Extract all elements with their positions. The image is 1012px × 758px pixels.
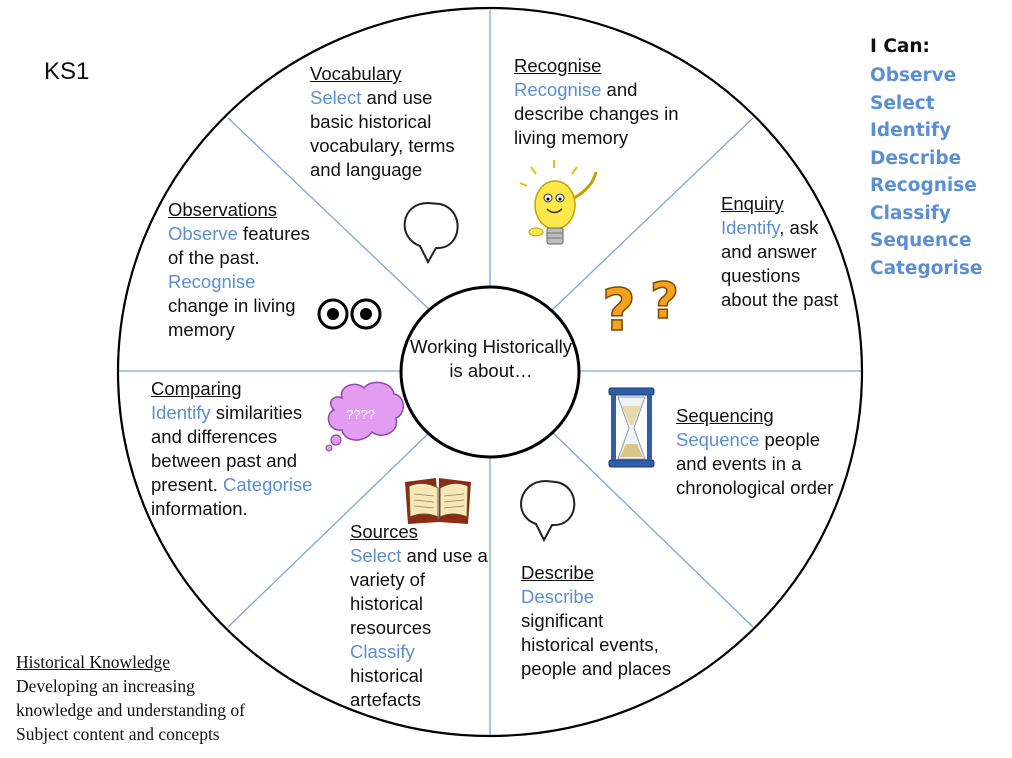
outer-circle <box>116 6 864 738</box>
segment-verb: Identify <box>721 217 780 238</box>
segment-text: and use basic historical vocabulary, ter… <box>310 87 455 180</box>
segment-sequencing: Sequencing Sequence people and events in… <box>676 404 848 500</box>
i-can-heading: I Can: <box>870 36 930 57</box>
historical-knowledge: Historical Knowledge Developing an incre… <box>16 650 245 746</box>
segment-verb: Recognise <box>514 79 602 100</box>
i-can-word: Describe <box>870 147 962 169</box>
segment-enquiry: Enquiry Identify, ask and answer questio… <box>721 192 839 312</box>
segment-describe: Describe Describe significant historical… <box>521 561 681 681</box>
segment-verb: Observe <box>168 223 238 244</box>
divider-bottom-left <box>227 429 433 628</box>
segment-sources: Sources Select and use a variety of hist… <box>350 520 488 712</box>
segment-recognise: Recognise Recognise and describe changes… <box>514 54 689 150</box>
historical-knowledge-line: Developing an increasing <box>16 676 195 696</box>
segment-dividers <box>118 10 862 735</box>
segment-text: and describe changes in living memory <box>514 79 679 148</box>
segment-verb: Sequence <box>676 429 760 450</box>
divider-top-left <box>227 117 433 313</box>
segment-verb: Describe <box>521 586 594 607</box>
segment-title: Describe <box>521 562 594 583</box>
i-can-word: Identify <box>870 120 952 141</box>
segment-title: Observations <box>168 199 277 220</box>
segment-observations: Observations Observe features of the pas… <box>168 198 313 342</box>
segment-verb: Categorise <box>223 474 313 495</box>
segment-title: Sequencing <box>676 405 774 426</box>
segment-text: information. <box>151 498 248 519</box>
historical-knowledge-title: Historical Knowledge <box>16 652 171 672</box>
speech-bubble-icon <box>403 201 459 265</box>
i-can-word: Classify <box>870 202 951 224</box>
thought-bubble-icon: ???? <box>325 381 404 452</box>
i-can-word: Observe <box>870 65 957 86</box>
segment-title: Comparing <box>151 378 242 399</box>
divider-top-right <box>549 117 754 313</box>
hourglass-icon <box>608 387 655 468</box>
speech-bubble-describe-icon <box>520 479 576 543</box>
question-marks-icon: ? ? <box>601 271 680 345</box>
segment-title: Vocabulary <box>310 63 402 84</box>
segment-title: Recognise <box>514 55 602 76</box>
segment-text: and use a variety of historical resource… <box>350 545 488 638</box>
thought-bubble-text: ???? <box>346 407 375 422</box>
divider-bottom-right <box>549 429 754 628</box>
segment-text: , ask and answer questions about the pas… <box>721 217 839 310</box>
segment-comparing: Comparing Identify similarities and diff… <box>151 377 331 521</box>
segment-verb: Select <box>350 545 402 566</box>
lightbulb-icon <box>519 160 598 245</box>
i-can-word: Categorise <box>870 257 983 279</box>
center-text: Working Historically is about… <box>409 336 573 381</box>
svg-text:?: ? <box>602 276 636 344</box>
historical-knowledge-line: knowledge and understanding of <box>16 700 245 720</box>
i-can-word: Recognise <box>870 175 977 196</box>
segment-title: Enquiry <box>721 193 784 214</box>
segment-text: similarities and differences between pas… <box>151 402 303 495</box>
segment-text: historical artefacts <box>350 665 423 710</box>
segment-vocabulary: Vocabulary Select and use basic historic… <box>310 62 480 182</box>
segment-text: change in living memory <box>168 295 296 340</box>
eyes-icon <box>317 298 382 330</box>
segment-verb: Identify <box>151 402 211 423</box>
open-book-icon <box>405 478 471 524</box>
segment-verb: Recognise <box>168 271 256 292</box>
i-can-list: I Can: Observe Select Identify Describe … <box>870 34 982 282</box>
segment-text: people and events in a chronological ord… <box>676 429 834 498</box>
segment-title: Sources <box>350 521 418 542</box>
historical-knowledge-line: Subject content and concepts <box>16 724 220 744</box>
segment-text: features of the past. <box>168 223 310 268</box>
segment-verb: Classify <box>350 641 415 662</box>
svg-text:?: ? <box>650 272 679 330</box>
i-can-word: Select <box>870 92 935 114</box>
segment-verb: Select <box>310 87 362 108</box>
segment-text: significant historical events, people an… <box>521 610 672 679</box>
stage-label: KS1 <box>44 58 90 85</box>
inner-circle <box>399 285 581 459</box>
i-can-word: Sequence <box>870 230 972 251</box>
